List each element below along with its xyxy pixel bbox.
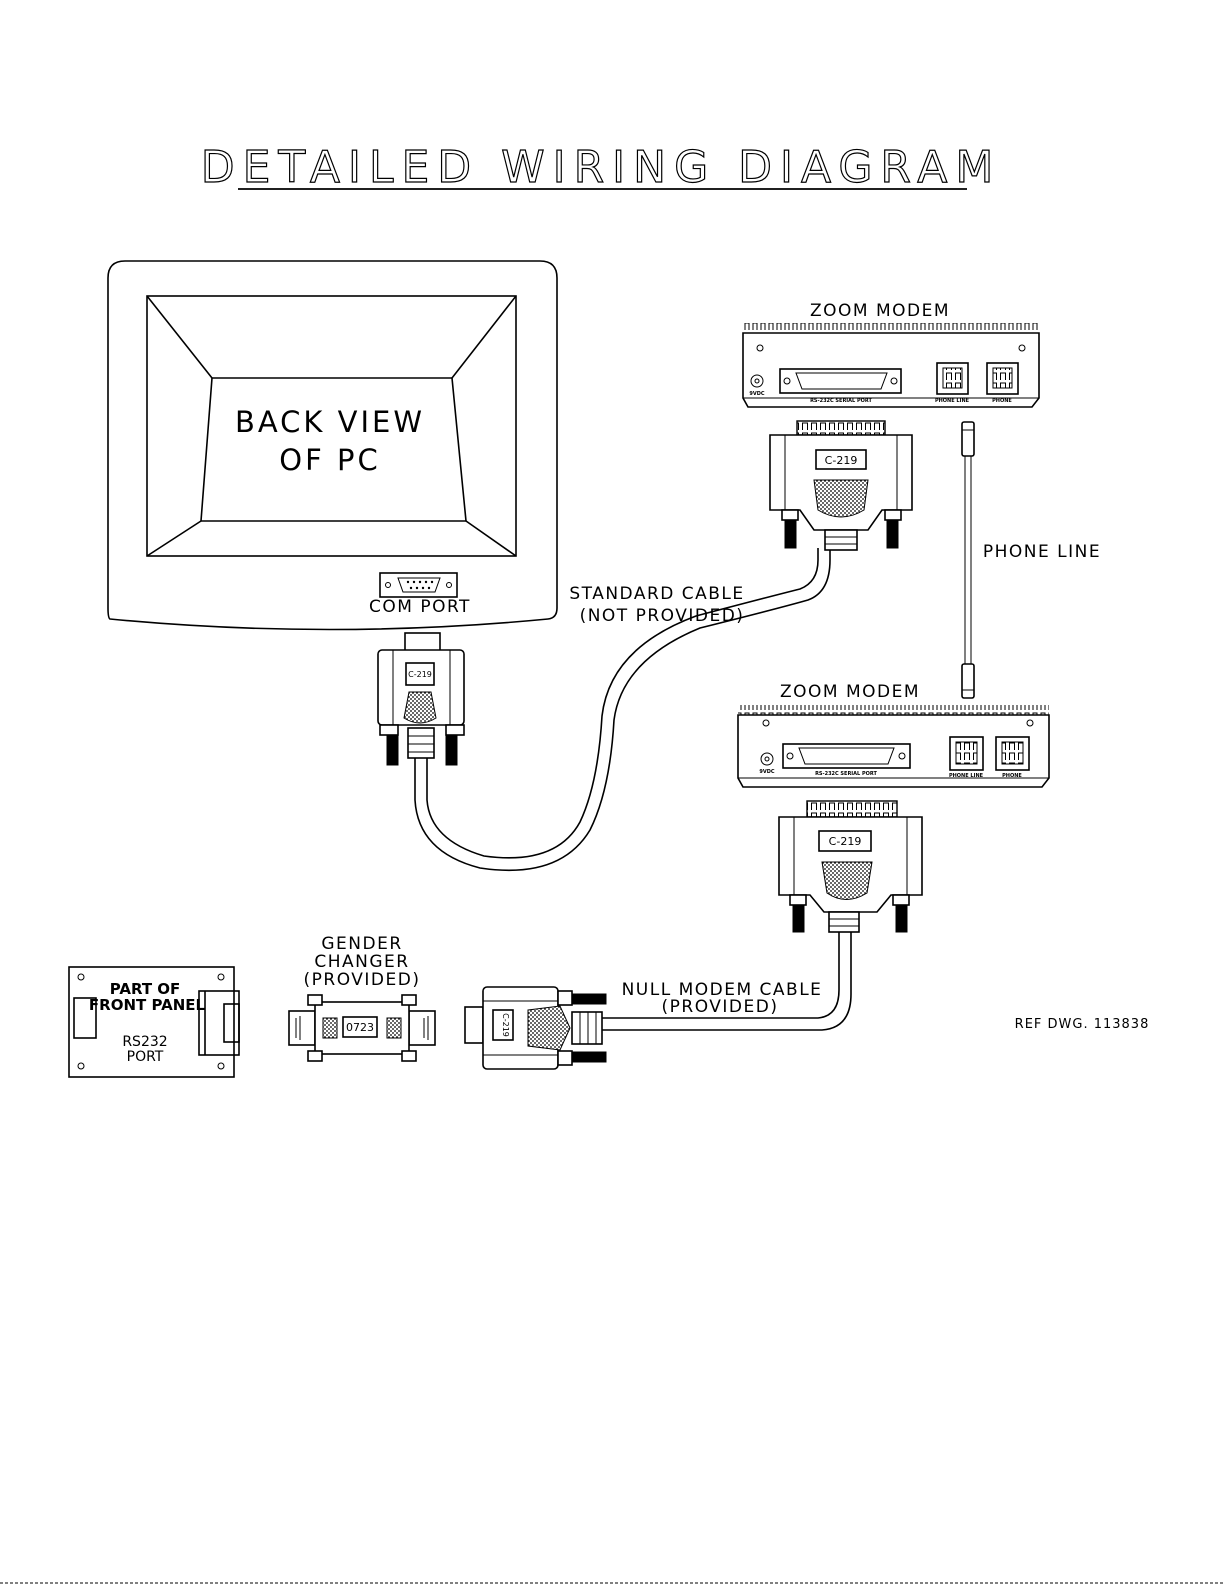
standard-cable-label-line1: STANDARD CABLE	[569, 584, 744, 604]
null-modem-connector-tag: C-219	[501, 1013, 510, 1037]
modem-bottom: 9VDC RS-232C SERIAL PORT PHONE LINE PHON…	[737, 705, 1050, 788]
pc-label-line1: BACK VIEW	[235, 405, 425, 439]
modem-bottom-connector-tag: C-219	[829, 835, 862, 848]
null-modem-db9-connector: C-219	[464, 986, 607, 1070]
modem-top-connector-tag: C-219	[825, 454, 858, 467]
modem-bottom-power-label: 9VDC	[759, 769, 774, 775]
gender-changer: 0723	[288, 994, 436, 1062]
modem-top-phone-label: PHONE	[992, 398, 1012, 404]
modem-bottom-db25-connector: C-219	[778, 800, 923, 933]
pc-label-line2: OF PC	[279, 443, 380, 477]
pc-connector-tag: C-219	[408, 670, 432, 679]
gender-changer-label-line3: (PROVIDED)	[304, 970, 421, 990]
modem-bottom-phone-label: PHONE	[1002, 773, 1022, 779]
modem-top: 9VDC RS-232C SERIAL PORT PHONE LINE PHON…	[742, 323, 1040, 408]
modem-top-power-label: 9VDC	[749, 391, 764, 397]
ref-dwg-label: REF DWG. 113838	[1015, 1017, 1150, 1032]
modem-bottom-serial-label: RS-232C SERIAL PORT	[815, 771, 877, 777]
front-panel-label-line4: PORT	[127, 1049, 164, 1065]
standard-cable	[414, 548, 831, 872]
null-modem-cable-label-line2: (PROVIDED)	[662, 997, 779, 1017]
diagram-title: DETAILED WIRING DIAGRAM	[201, 142, 1002, 193]
modem-top-title: ZOOM MODEM	[810, 301, 950, 321]
front-panel	[68, 966, 240, 1078]
null-modem-cable	[600, 932, 852, 1031]
standard-cable-label-line2: (NOT PROVIDED)	[580, 606, 745, 626]
phone-line-cable	[961, 421, 975, 699]
gender-changer-label-line1: GENDER	[321, 934, 402, 954]
front-panel-label-line1: PART OF	[110, 980, 181, 998]
com-port-label: COM PORT	[369, 597, 471, 617]
modem-top-serial-label: RS-232C SERIAL PORT	[810, 398, 872, 404]
phone-line-label: PHONE LINE	[983, 542, 1101, 562]
pc-back-view: BACK VIEW OF PC COM PORT	[107, 260, 558, 631]
modem-top-phone-line-label: PHONE LINE	[935, 398, 970, 404]
modem-bottom-phone-line-label: PHONE LINE	[949, 773, 984, 779]
com-port	[379, 572, 458, 598]
gender-changer-label-line2: CHANGER	[314, 952, 409, 972]
pc-db9-connector: C-219	[377, 632, 465, 766]
modem-top-db25-connector: C-219	[769, 420, 913, 551]
gender-changer-tag: 0723	[346, 1021, 374, 1034]
null-modem-cable-label-line1: NULL MODEM CABLE	[622, 980, 823, 1000]
modem-bottom-title: ZOOM MODEM	[780, 682, 920, 702]
front-panel-label-line3: RS232	[122, 1034, 167, 1050]
front-panel-label-line2: FRONT PANEL	[89, 996, 206, 1014]
